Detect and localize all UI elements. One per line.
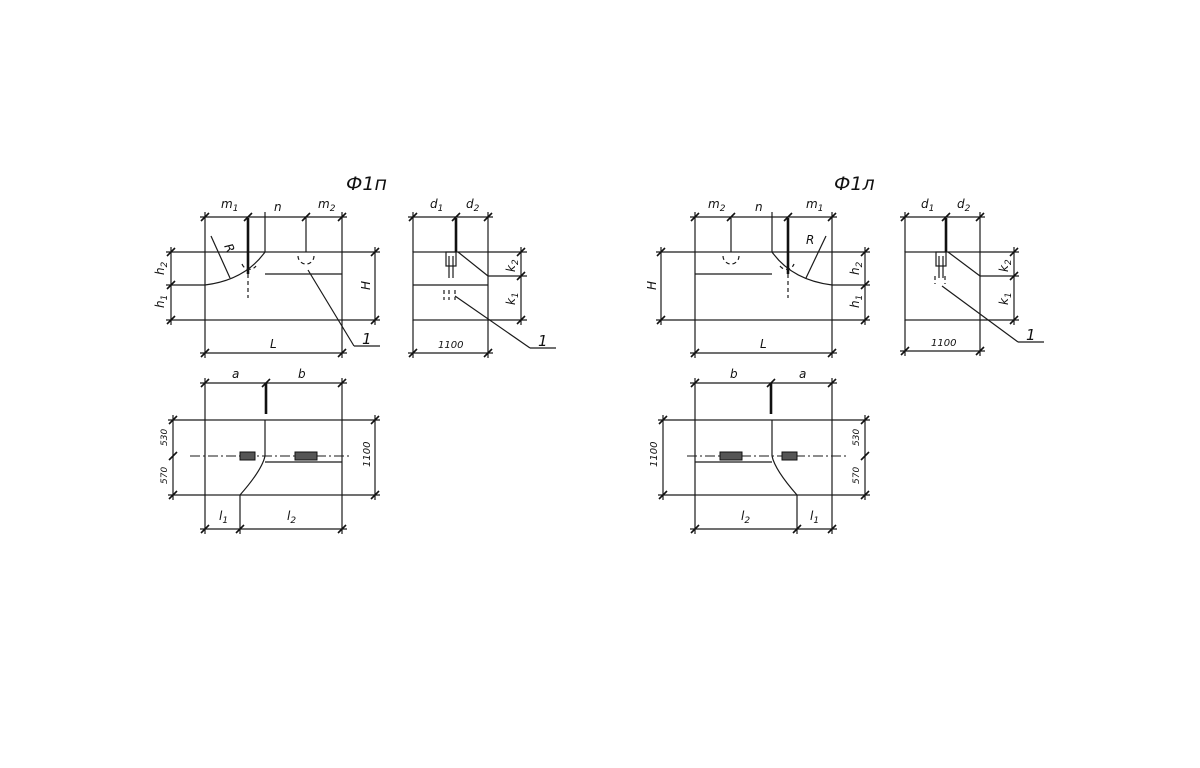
- svg-text:H: H: [359, 281, 373, 290]
- svg-text:l2: l2: [287, 509, 296, 526]
- svg-text:a: a: [799, 367, 806, 381]
- anchor-small: [239, 451, 256, 461]
- svg-text:d2: d2: [957, 197, 971, 214]
- side-view-f1p: d1 d2 k2 k1 1100 1: [408, 197, 556, 358]
- radius-leader: [210, 235, 231, 279]
- svg-text:l1: l1: [810, 509, 819, 526]
- plan-view-f1p: a b 530 570 1100 l1: [160, 367, 380, 534]
- svg-text:1100: 1100: [649, 442, 660, 467]
- block-f1p: Ф1п R m1 n m2: [153, 173, 556, 534]
- side-outline: [412, 251, 489, 321]
- svg-text:m1: m1: [806, 197, 823, 214]
- svg-text:m2: m2: [708, 197, 726, 214]
- svg-text:d1: d1: [921, 197, 934, 214]
- title-f1l: Ф1л: [834, 173, 875, 195]
- front-view-f1p: R m1 n m2 h2 h1: [153, 197, 380, 358]
- svg-text:n: n: [755, 200, 763, 214]
- svg-text:H: H: [645, 281, 659, 290]
- svg-text:b: b: [730, 367, 738, 381]
- svg-text:l2: l2: [741, 509, 750, 526]
- svg-text:L: L: [270, 337, 277, 351]
- front-outline: [204, 251, 343, 321]
- svg-text:k1: k1: [504, 292, 521, 305]
- svg-text:h2: h2: [153, 261, 170, 275]
- plan-outline: [204, 419, 343, 496]
- svg-text:1: 1: [362, 330, 372, 348]
- front-radius-curve: [204, 251, 266, 286]
- svg-text:1: 1: [1026, 326, 1036, 344]
- block-f1l: Ф1л R m2 n m1: [645, 173, 1044, 534]
- svg-text:l1: l1: [219, 509, 228, 526]
- svg-text:h1: h1: [848, 295, 865, 308]
- title-f1p: Ф1п: [346, 173, 387, 195]
- svg-text:L: L: [760, 337, 767, 351]
- front-view-f1l: R m2 n m1 H: [645, 197, 870, 358]
- svg-text:a: a: [232, 367, 239, 381]
- svg-text:k1: k1: [997, 292, 1014, 305]
- svg-text:570: 570: [160, 467, 170, 484]
- svg-text:m2: m2: [318, 197, 336, 214]
- svg-text:1100: 1100: [362, 442, 373, 467]
- svg-text:d2: d2: [466, 197, 480, 214]
- svg-text:570: 570: [852, 467, 862, 484]
- svg-text:k2: k2: [504, 259, 521, 272]
- svg-text:530: 530: [160, 429, 170, 446]
- svg-text:R: R: [806, 233, 814, 247]
- svg-text:n: n: [274, 200, 282, 214]
- svg-text:1100: 1100: [931, 338, 956, 349]
- svg-text:k2: k2: [997, 259, 1014, 272]
- svg-text:h2: h2: [848, 261, 865, 275]
- svg-text:R: R: [221, 241, 237, 254]
- svg-text:1: 1: [538, 332, 548, 350]
- svg-text:d1: d1: [430, 197, 443, 214]
- anchor-large: [294, 451, 318, 461]
- svg-text:b: b: [298, 367, 306, 381]
- side-view-f1l: d1 d2 k2 k1 1100 1: [900, 197, 1044, 356]
- plan-view-f1l: b a 1100 530 570 l2: [649, 367, 870, 534]
- svg-text:1100: 1100: [438, 340, 463, 351]
- svg-text:m1: m1: [221, 197, 238, 214]
- svg-text:h1: h1: [153, 295, 170, 308]
- svg-text:530: 530: [852, 429, 862, 446]
